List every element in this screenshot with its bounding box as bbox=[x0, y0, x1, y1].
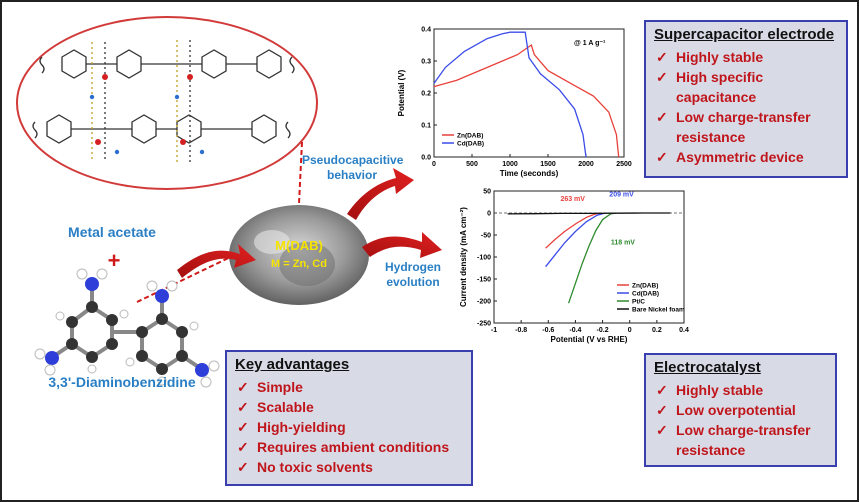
legend-label: Pt/C bbox=[632, 299, 645, 306]
y-tick-label: 0.0 bbox=[421, 155, 431, 162]
diaminobenzidine-label: 3,3'-Diaminobenzidine bbox=[48, 374, 196, 390]
check-icon: ✓ bbox=[656, 109, 668, 125]
arrow-to-particle bbox=[177, 244, 256, 278]
legend-label: Cd(DAB) bbox=[632, 291, 659, 298]
arrow-to-supercap bbox=[347, 168, 414, 220]
legend-label: Zn(DAB) bbox=[632, 283, 658, 290]
check-icon: ✓ bbox=[656, 69, 668, 85]
mdab-subtitle: M = Zn, Cd bbox=[271, 258, 327, 270]
list-item: ✓Scalable bbox=[237, 399, 314, 415]
check-icon: ✓ bbox=[237, 379, 249, 395]
check-icon: ✓ bbox=[237, 419, 249, 435]
y-axis-label: Current density (mA cm⁻²) bbox=[459, 207, 468, 307]
list-item: ✓Highly stable bbox=[656, 382, 764, 398]
supercapacitor-list: ✓Highly stable ✓High specific capacitanc… bbox=[654, 47, 838, 167]
structure-oval bbox=[16, 16, 318, 190]
x-axis-label: Potential (V vs RHE) bbox=[551, 335, 628, 344]
key-advantages-list: ✓Simple ✓Scalable ✓High-yielding ✓Requir… bbox=[235, 377, 463, 477]
x-tick-label: 500 bbox=[466, 161, 478, 168]
list-item: ✓Requires ambient conditions bbox=[237, 439, 450, 455]
metal-centers bbox=[89, 74, 205, 155]
list-item: ✓Highly stable bbox=[656, 49, 764, 65]
y-tick-label: -100 bbox=[477, 255, 491, 262]
list-item: ✓Asymmetric device bbox=[656, 149, 804, 165]
plus-sign: + bbox=[107, 248, 121, 273]
y-tick-label: -200 bbox=[477, 299, 491, 306]
check-icon: ✓ bbox=[656, 49, 668, 65]
y-axis-label: Potential (V) bbox=[397, 69, 406, 116]
check-icon: ✓ bbox=[656, 382, 668, 398]
pseudocap-label: Pseudocapacitive behavior bbox=[302, 153, 404, 182]
key-advantages-box: Key advantages ✓Simple ✓Scalable ✓High-y… bbox=[225, 350, 473, 486]
x-tick-label: -0.2 bbox=[597, 327, 609, 334]
y-tick-label: 0.2 bbox=[421, 91, 431, 98]
check-icon: ✓ bbox=[656, 402, 668, 418]
y-tick-label: 0 bbox=[487, 211, 491, 218]
y-tick-label: 0.3 bbox=[421, 59, 431, 66]
x-tick-label: -0.4 bbox=[569, 327, 581, 334]
lsv-chart: -1 -0.8 -0.6 -0.4 -0.2 0 0.2 0.4 50 0 -50 -100 -150 -… bbox=[459, 189, 689, 345]
y-tick-label: -50 bbox=[481, 233, 491, 240]
series-line-zn-dab- bbox=[433, 43, 620, 158]
x-tick-label: 1000 bbox=[502, 161, 518, 168]
legend-label: Zn(DAB) bbox=[457, 133, 483, 140]
check-icon: ✓ bbox=[656, 422, 668, 438]
check-icon: ✓ bbox=[656, 149, 668, 165]
arrow-to-her bbox=[362, 232, 442, 258]
x-tick-label: 0 bbox=[432, 161, 436, 168]
chart-annotation: @ 1 A g⁻¹ bbox=[574, 40, 606, 47]
y-tick-label: 50 bbox=[483, 189, 491, 196]
diaminobenzidine-molecule-icon bbox=[34, 268, 220, 388]
series-line-bare-nickel-foam bbox=[507, 212, 671, 215]
electrocatalyst-title: Electrocatalyst bbox=[654, 359, 761, 376]
plot-frame bbox=[493, 190, 685, 324]
series-line-zn-dab- bbox=[545, 212, 601, 249]
mdab-title: M(DAB) bbox=[275, 238, 323, 253]
check-icon: ✓ bbox=[237, 439, 249, 455]
x-tick-label: 0.4 bbox=[679, 327, 689, 334]
y-tick-label: -150 bbox=[477, 277, 491, 284]
overpotential-label: 263 mV bbox=[560, 196, 585, 203]
series-line-cd-dab- bbox=[545, 212, 606, 268]
key-advantages-title: Key advantages bbox=[235, 356, 350, 373]
list-item: ✓High specific capacitance bbox=[656, 69, 764, 105]
gcd-chart: 0 500 1000 1500 2000 2500 0.0 0.1 0.2 0.3 0.4Time … bbox=[397, 27, 632, 179]
list-item: ✓Simple bbox=[237, 379, 303, 395]
series-line-pt-c bbox=[567, 212, 617, 304]
check-icon: ✓ bbox=[237, 399, 249, 415]
supercapacitor-box: Supercapacitor electrode ✓Highly stable … bbox=[644, 20, 848, 178]
x-tick-label: 1500 bbox=[540, 161, 556, 168]
list-item: ✓Low overpotential bbox=[656, 402, 796, 418]
electrocatalyst-box: Electrocatalyst ✓Highly stable ✓Low over… bbox=[644, 353, 837, 467]
x-tick-label: -0.8 bbox=[515, 327, 527, 334]
metal-acetate-label: Metal acetate bbox=[68, 224, 156, 240]
y-tick-label: 0.1 bbox=[421, 123, 431, 130]
mof-structure-icon bbox=[32, 40, 295, 162]
legend-label: Cd(DAB) bbox=[457, 141, 484, 148]
x-tick-label: 0.2 bbox=[652, 327, 662, 334]
x-tick-label: 0 bbox=[628, 327, 632, 334]
series-line-cd-dab- bbox=[433, 31, 587, 158]
list-item: ✓Low charge-transfer resistance bbox=[656, 109, 811, 145]
x-tick-label: -1 bbox=[491, 327, 497, 334]
x-axis-label: Time (seconds) bbox=[500, 169, 559, 178]
y-tick-label: 0.4 bbox=[421, 27, 431, 34]
check-icon: ✓ bbox=[237, 459, 249, 475]
electrocatalyst-list: ✓Highly stable ✓Low overpotential ✓Low c… bbox=[654, 380, 827, 460]
list-item: ✓Low charge-transfer resistance bbox=[656, 422, 811, 458]
overpotential-label: 118 mV bbox=[611, 240, 635, 247]
x-tick-label: 2000 bbox=[578, 161, 594, 168]
list-item: ✓High-yielding bbox=[237, 419, 346, 435]
overpotential-label: 209 mV bbox=[609, 191, 634, 198]
supercapacitor-box-title: Supercapacitor electrode bbox=[654, 26, 835, 43]
hydrogen-evolution-label: Hydrogen evolution bbox=[384, 260, 441, 289]
legend-label: Bare Nickel foam bbox=[632, 307, 685, 314]
list-item: ✓No toxic solvents bbox=[237, 459, 373, 475]
x-tick-label: -0.6 bbox=[542, 327, 554, 334]
y-tick-label: -250 bbox=[477, 321, 491, 328]
x-tick-label: 2500 bbox=[616, 161, 632, 168]
